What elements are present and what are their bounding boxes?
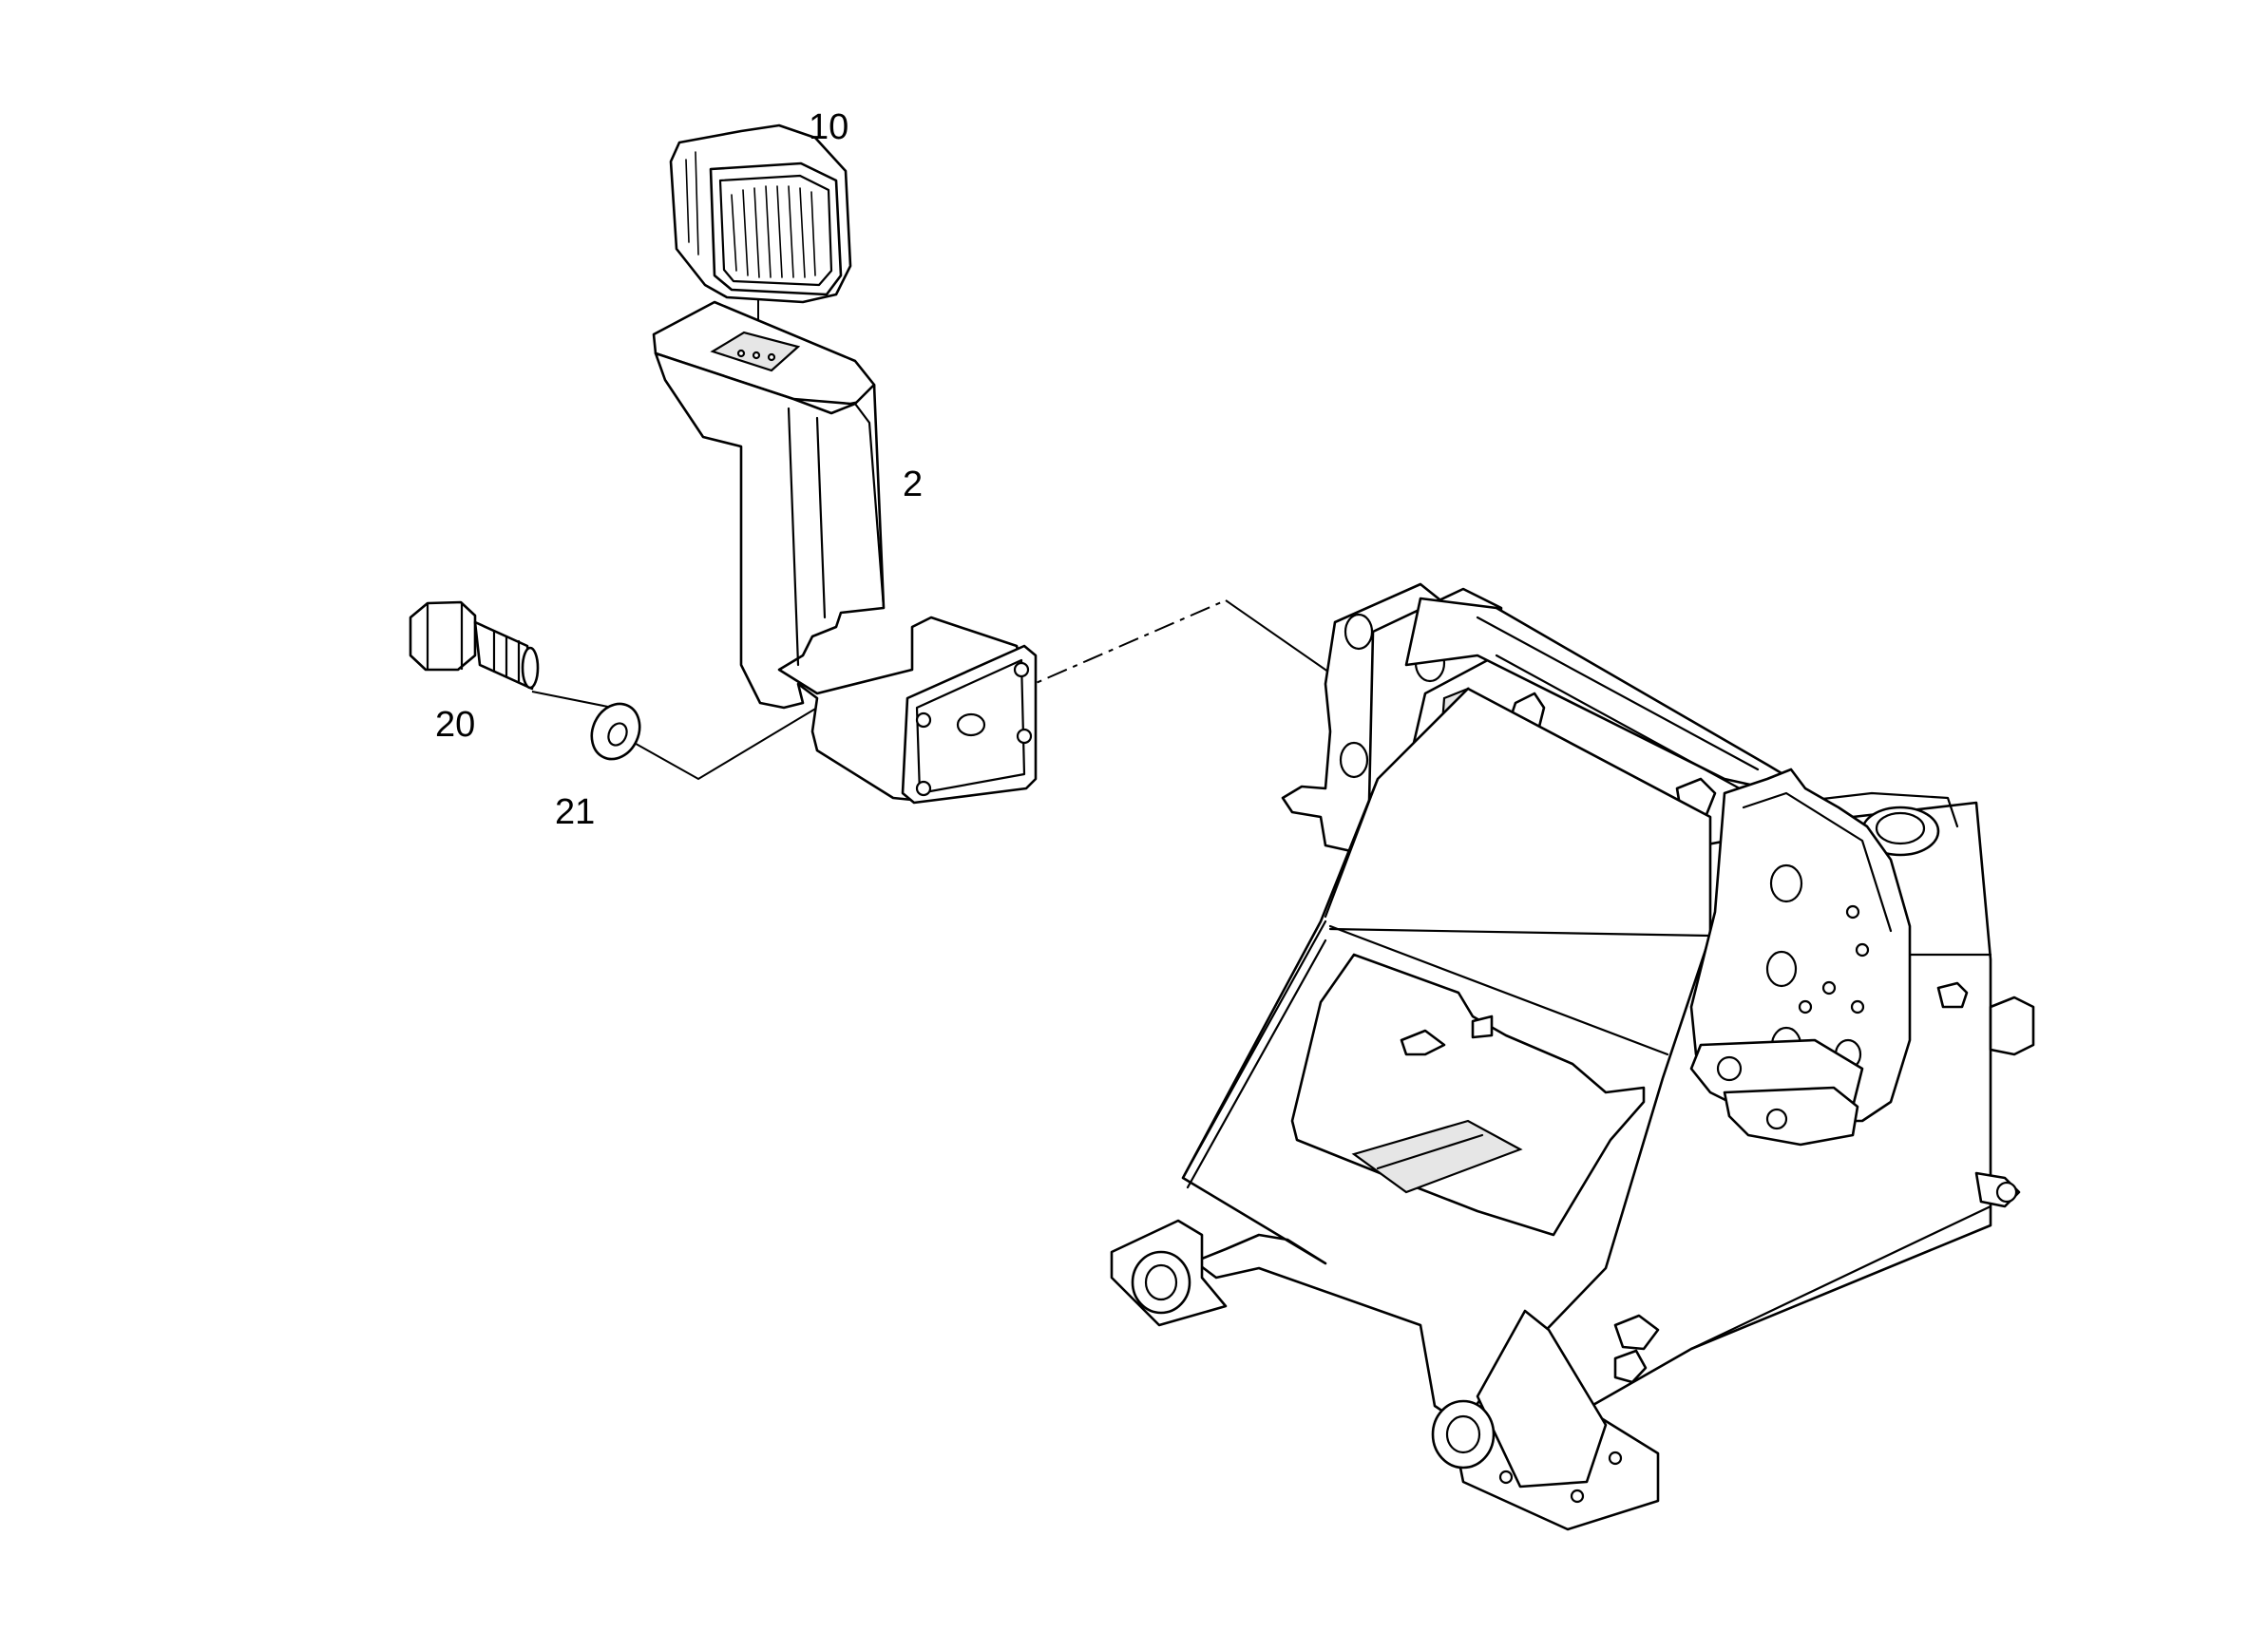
work-lamp-part xyxy=(669,123,852,304)
main-frame xyxy=(1110,582,2035,1531)
callout-20-label: 20 xyxy=(435,705,475,745)
callout-10-label: 10 xyxy=(809,107,848,147)
washer-part xyxy=(590,702,641,761)
lamp-bracket-part xyxy=(652,300,1038,805)
callout-labels: 10 2 20 21 xyxy=(435,107,923,832)
bolt-part xyxy=(409,600,540,691)
callout-21-label: 21 xyxy=(555,792,595,832)
callout-2-label: 2 xyxy=(903,465,923,504)
